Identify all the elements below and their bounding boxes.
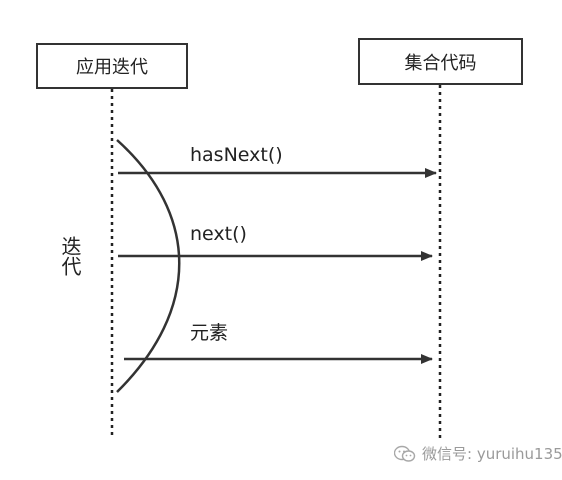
participant-collection-label: 集合代码 (404, 52, 477, 74)
loop-bracket (116, 139, 181, 393)
watermark: 微信号: yuruihu135 (394, 443, 562, 464)
participant-app-label: 应用迭代 (76, 57, 148, 78)
message-label-element: 元素 (190, 322, 229, 344)
watermark-text: 微信号: yuruihu135 (422, 445, 562, 463)
wechat-icon (394, 445, 416, 462)
loop-label: 迭代 (58, 236, 82, 276)
participant-collection: 集合代码 (358, 38, 523, 85)
message-label-hasnext: hasNext() (190, 144, 283, 166)
participant-app: 应用迭代 (36, 43, 188, 89)
message-label-next: next() (190, 223, 247, 245)
